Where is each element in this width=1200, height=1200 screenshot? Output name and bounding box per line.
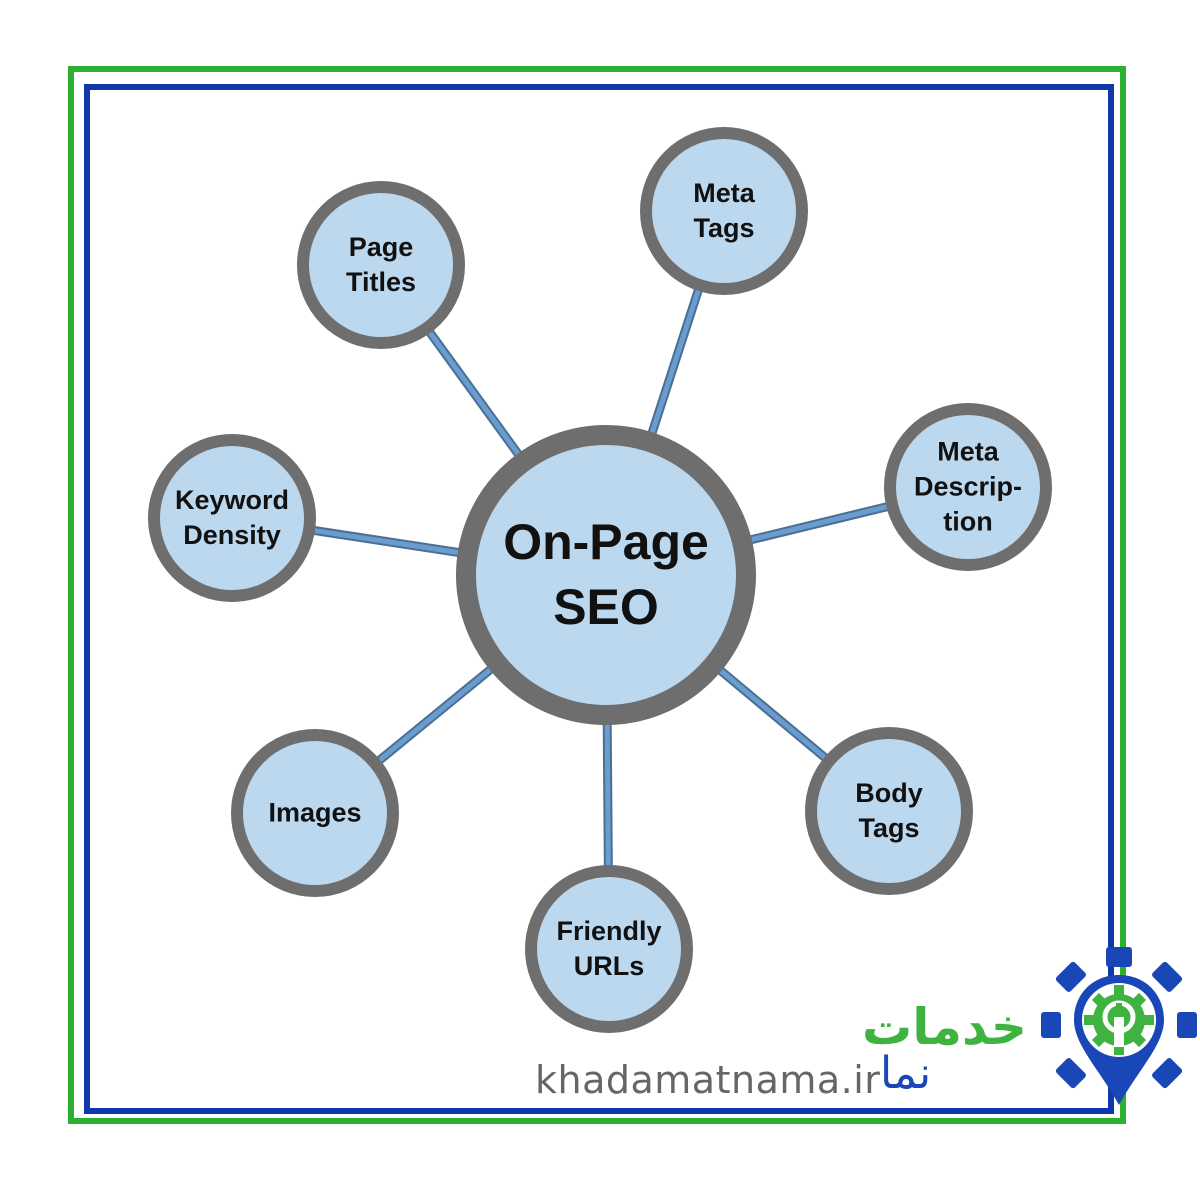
site-url[interactable]: khadamatnama.ir — [535, 1058, 887, 1102]
node-page-titles — [297, 181, 465, 349]
center-node-label: On-Page SEO — [503, 514, 709, 635]
logo-text-nama: نما — [880, 1048, 932, 1099]
logo-text-khadamat: خدمات — [862, 998, 1027, 1056]
node-body-tags — [805, 727, 973, 895]
node-label-keyword-density: Keyword Density — [174, 484, 290, 550]
node-images — [231, 729, 399, 897]
node-label-images: Images — [268, 797, 362, 828]
node-friendly-urls — [525, 865, 693, 1033]
center-node-on-page-seo — [456, 425, 756, 725]
node-meta-tags — [640, 127, 808, 295]
node-keyword-density — [148, 434, 316, 602]
gear-wrench-location-pin-icon — [1041, 947, 1197, 1105]
node-label-body-tags: Body Tags — [855, 777, 923, 843]
node-meta-description — [884, 403, 1052, 571]
node-label-meta-description: Meta Descrip- tion — [913, 436, 1023, 537]
inner-blue-frame — [84, 84, 1114, 1114]
node-label-friendly-urls: Friendly URLs — [556, 915, 662, 981]
node-label-meta-tags: Meta Tags — [693, 177, 755, 243]
outer-green-frame — [68, 66, 1126, 1124]
node-label-page-titles: Page Titles — [345, 231, 417, 297]
